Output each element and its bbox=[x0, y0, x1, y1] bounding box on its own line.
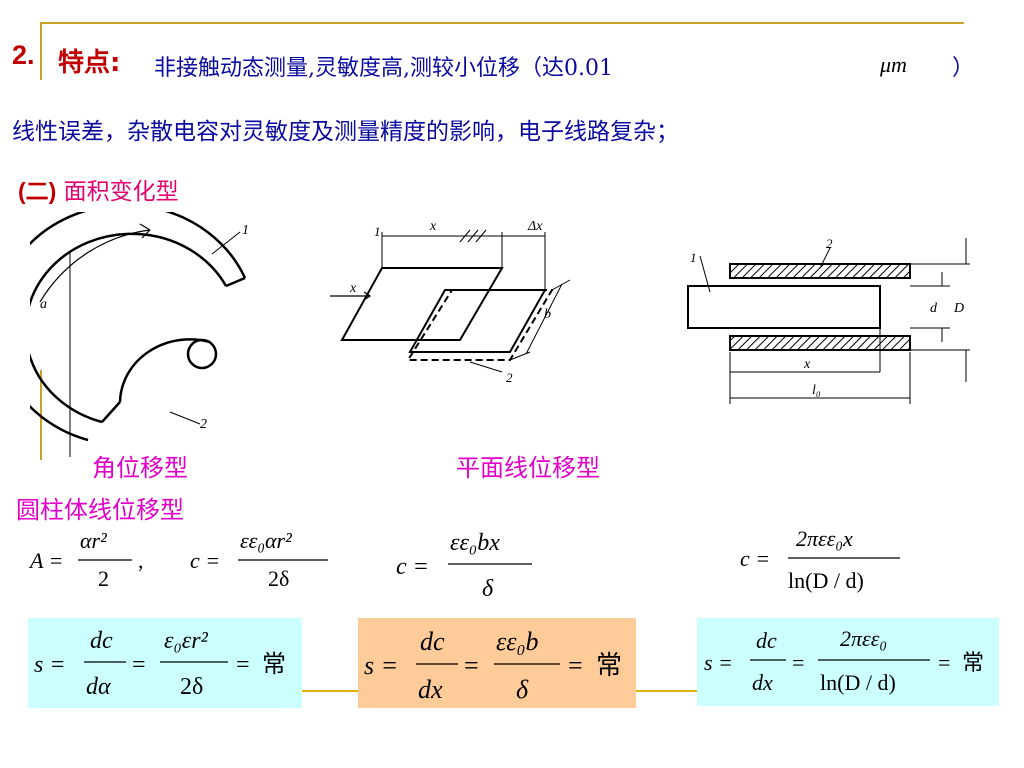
s2-eq2: = bbox=[568, 651, 583, 680]
caption-cylindrical: 圆柱体线位移型 bbox=[16, 496, 184, 524]
f3-den: δ bbox=[482, 576, 494, 602]
section-heading: (二) 面积变化型 bbox=[18, 172, 179, 206]
caption-planar: 平面线位移型 bbox=[456, 454, 600, 482]
top-plate bbox=[340, 267, 504, 341]
features-line-1-end: ） bbox=[952, 56, 975, 81]
frame-left-line bbox=[40, 22, 42, 80]
s1-n2: ε₀εr² bbox=[164, 628, 209, 654]
fig1-label-a: a bbox=[40, 297, 47, 312]
micrometer-unit: μm bbox=[880, 52, 907, 77]
f4-num: 2πεε₀x bbox=[796, 526, 853, 551]
heading-label: 特点: bbox=[58, 48, 121, 78]
s2-rhs: 常 bbox=[596, 651, 622, 681]
fig3-label-1: 1 bbox=[690, 250, 697, 265]
s2-n1: dc bbox=[420, 627, 445, 656]
s3-d1: dx bbox=[752, 670, 773, 695]
fig3-label-x: x bbox=[803, 357, 811, 372]
angular-capacitor-diagram: 1 a 2 bbox=[30, 212, 249, 457]
s3-n2: 2πεε₀ bbox=[840, 626, 887, 651]
f1-den: 2 bbox=[98, 566, 109, 591]
s1-d1: dα bbox=[86, 674, 111, 700]
s1-lhs: s = bbox=[34, 652, 66, 678]
f1-comma: , bbox=[138, 548, 144, 573]
connector-line-1 bbox=[302, 690, 358, 692]
f3-lhs: c = bbox=[396, 554, 429, 580]
s3-eq: = bbox=[792, 650, 804, 675]
s2-d2: δ bbox=[516, 675, 529, 704]
s1-eq: = bbox=[132, 652, 146, 678]
fig2-label-1: 1 bbox=[374, 224, 381, 239]
fig3-label-D: D bbox=[953, 301, 964, 316]
s2-eq: = bbox=[464, 651, 479, 680]
s3-lhs: s = bbox=[704, 650, 733, 675]
f2-num: εε₀αr² bbox=[240, 528, 292, 553]
section-number: (二) bbox=[18, 178, 57, 204]
formula-row: A = αr² 2 , c = εε₀αr² 2δ c = εε₀bx δ c … bbox=[28, 526, 900, 602]
f4-lhs: c = bbox=[740, 546, 770, 571]
fig3-label-2: 2 bbox=[826, 236, 833, 251]
sensitivity-formulas: s = dc dα = ε₀εr² 2δ = 常 s = dc dx = εε₀… bbox=[34, 626, 984, 704]
fig2-label-x-top: x bbox=[429, 219, 437, 234]
s3-n1: dc bbox=[756, 628, 777, 653]
f4-den: ln(D / d) bbox=[788, 568, 864, 593]
f1-lhs: A = bbox=[28, 548, 63, 573]
s1-rhs: 常 bbox=[262, 650, 286, 678]
fig2-label-2: 2 bbox=[506, 370, 513, 385]
fig3-label-d: d bbox=[930, 301, 938, 316]
f1-num: αr² bbox=[80, 528, 107, 553]
s2-lhs: s = bbox=[364, 651, 398, 680]
f2-den: 2δ bbox=[268, 566, 289, 591]
frame-top-line bbox=[40, 22, 964, 24]
fig1-label-2: 2 bbox=[200, 417, 207, 432]
sensitivity-box-angular bbox=[28, 618, 302, 708]
f2-lhs: c = bbox=[190, 548, 220, 573]
s3-rhs: 常 bbox=[962, 651, 984, 676]
sensitivity-box-cylindrical bbox=[697, 618, 999, 706]
section-title: 面积变化型 bbox=[63, 179, 179, 205]
features-line-1: 非接触动态测量,灵敏度高,测较小位移（达0.01 bbox=[154, 56, 613, 81]
fig1-label-1: 1 bbox=[242, 223, 249, 238]
fig2-label-b: b bbox=[544, 307, 551, 322]
s3-d2: ln(D / d) bbox=[820, 670, 896, 695]
s3-eq2: = bbox=[938, 650, 950, 675]
planar-capacitor-diagram: 1 x Δx x b 2 bbox=[330, 219, 571, 385]
connector-line-2 bbox=[636, 690, 697, 692]
s2-n2: εε₀b bbox=[496, 627, 539, 656]
f3-num: εε₀bx bbox=[450, 530, 500, 556]
heading-number: 2. bbox=[12, 40, 35, 70]
s2-d1: dx bbox=[418, 675, 443, 704]
fig2-label-dx: Δx bbox=[527, 219, 543, 234]
cylindrical-capacitor-diagram: 1 2 d D x l₀ bbox=[687, 236, 970, 404]
sensitivity-box-planar bbox=[358, 618, 636, 708]
s1-n1: dc bbox=[90, 628, 113, 654]
s1-eq2: = bbox=[236, 652, 250, 678]
fig2-label-x-side: x bbox=[349, 281, 357, 296]
outer-plate-arc bbox=[30, 212, 247, 442]
caption-angular: 角位移型 bbox=[92, 454, 188, 482]
features-line-2: 线性误差，杂散电容对灵敏度及测量精度的影响，电子线路复杂； bbox=[12, 119, 679, 145]
fig3-label-l0: l₀ bbox=[812, 383, 821, 398]
s1-d2: 2δ bbox=[180, 674, 203, 700]
